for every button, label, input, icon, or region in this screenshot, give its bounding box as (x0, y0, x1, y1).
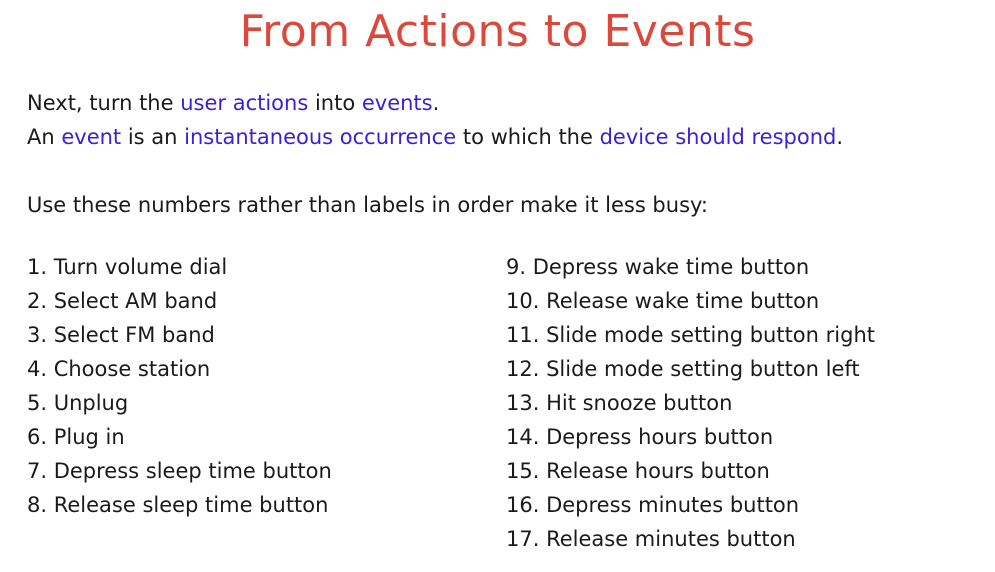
intro-line-3: Use these numbers rather than labels in … (27, 193, 708, 217)
intro-line-2: An event is an instantaneous occurrence … (27, 120, 843, 154)
list-item: 1. Turn volume dial (27, 255, 228, 279)
list-item: 9. Depress wake time button (506, 255, 810, 279)
highlight-event: event (61, 125, 122, 149)
intro-text: to which the (456, 125, 600, 149)
list-item: 14. Depress hours button (506, 425, 774, 449)
intro-text: is an (121, 125, 185, 149)
highlight-events: events (361, 91, 433, 115)
highlight-instantaneous-occurrence: instantaneous occurrence (184, 125, 457, 149)
slide-title: From Actions to Events (239, 6, 756, 57)
list-item: 10. Release wake time button (506, 289, 820, 313)
intro-text: into (308, 91, 362, 115)
list-item: 7. Depress sleep time button (27, 459, 332, 483)
intro-line-1: Next, turn the user actions into events. (27, 86, 439, 120)
list-item: 16. Depress minutes button (506, 493, 800, 517)
list-item: 13. Hit snooze button (506, 391, 733, 415)
list-item: 5. Unplug (27, 391, 129, 415)
list-item: 6. Plug in (27, 425, 125, 449)
list-item: 8. Release sleep time button (27, 493, 329, 517)
list-item: 3. Select FM band (27, 323, 215, 347)
list-item: 4. Choose station (27, 357, 211, 381)
list-item: 11. Slide mode setting button right (506, 323, 875, 347)
highlight-device-should-respond: device should respond (599, 125, 837, 149)
events-list-right: 9. Depress wake time button 10. Release … (506, 250, 875, 556)
intro-text: . (432, 91, 440, 115)
list-item: 12. Slide mode setting button left (506, 357, 860, 381)
list-item: 2. Select AM band (27, 289, 218, 313)
intro-text: An (27, 125, 62, 149)
intro-text: . (836, 125, 844, 149)
highlight-user-actions: user actions (180, 91, 309, 115)
list-item: 15. Release hours button (506, 459, 770, 483)
intro-text: Next, turn the (27, 91, 181, 115)
list-item: 17. Release minutes button (506, 527, 796, 551)
events-list-left: 1. Turn volume dial 2. Select AM band 3.… (27, 250, 332, 522)
